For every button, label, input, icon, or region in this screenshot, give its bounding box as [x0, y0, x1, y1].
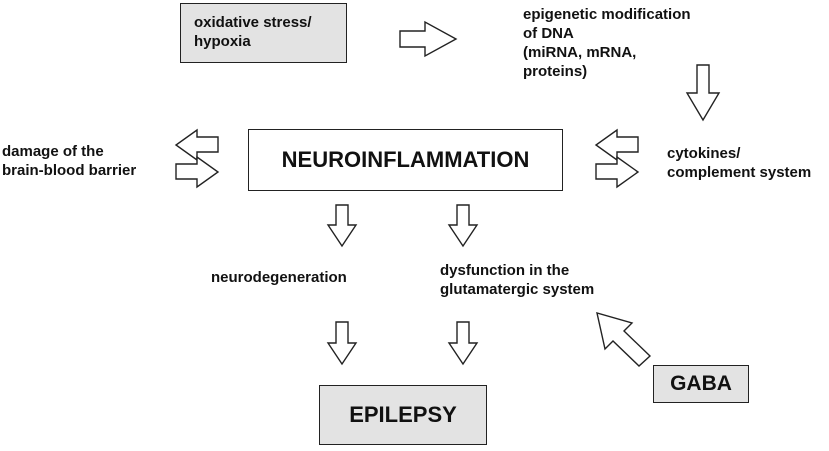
- oxidative-stress-box: [180, 3, 347, 63]
- gaba-box: [653, 365, 749, 403]
- neuroinflammation-label: NEUROINFLAMMATION: [281, 147, 530, 172]
- epilepsy-label: EPILEPSY: [349, 402, 457, 427]
- arrow-down-icon: [326, 321, 358, 366]
- neuroinflammation-box: [248, 129, 563, 191]
- arrow-left-icon: [174, 128, 219, 162]
- epilepsy-box: [319, 385, 487, 445]
- arrow-right-icon: [595, 155, 640, 189]
- arrow-left-icon: [594, 128, 639, 162]
- arrow-down-icon: [447, 204, 479, 248]
- arrow-down-icon: [685, 64, 721, 122]
- bbb-damage-label: damage of the brain-blood barrier: [2, 143, 137, 179]
- arrow-down-icon: [326, 204, 358, 248]
- epigenetic-label: epigenetic modification of DNA (miRNA, m…: [523, 6, 691, 80]
- cytokines-label: cytokines/ complement system: [667, 145, 812, 181]
- arrow-right-icon: [399, 20, 458, 58]
- arrow-right-icon: [175, 155, 220, 189]
- neurodegeneration-label: neurodegeneration: [211, 269, 347, 286]
- gaba-label: GABA: [670, 372, 732, 395]
- arrow-diagonal-icon: [596, 312, 652, 367]
- arrow-down-icon: [447, 321, 479, 366]
- glutamatergic-label: dysfunction in the glutamatergic system: [440, 262, 595, 298]
- oxidative-stress-label: oxidative stress/ hypoxia: [194, 14, 312, 50]
